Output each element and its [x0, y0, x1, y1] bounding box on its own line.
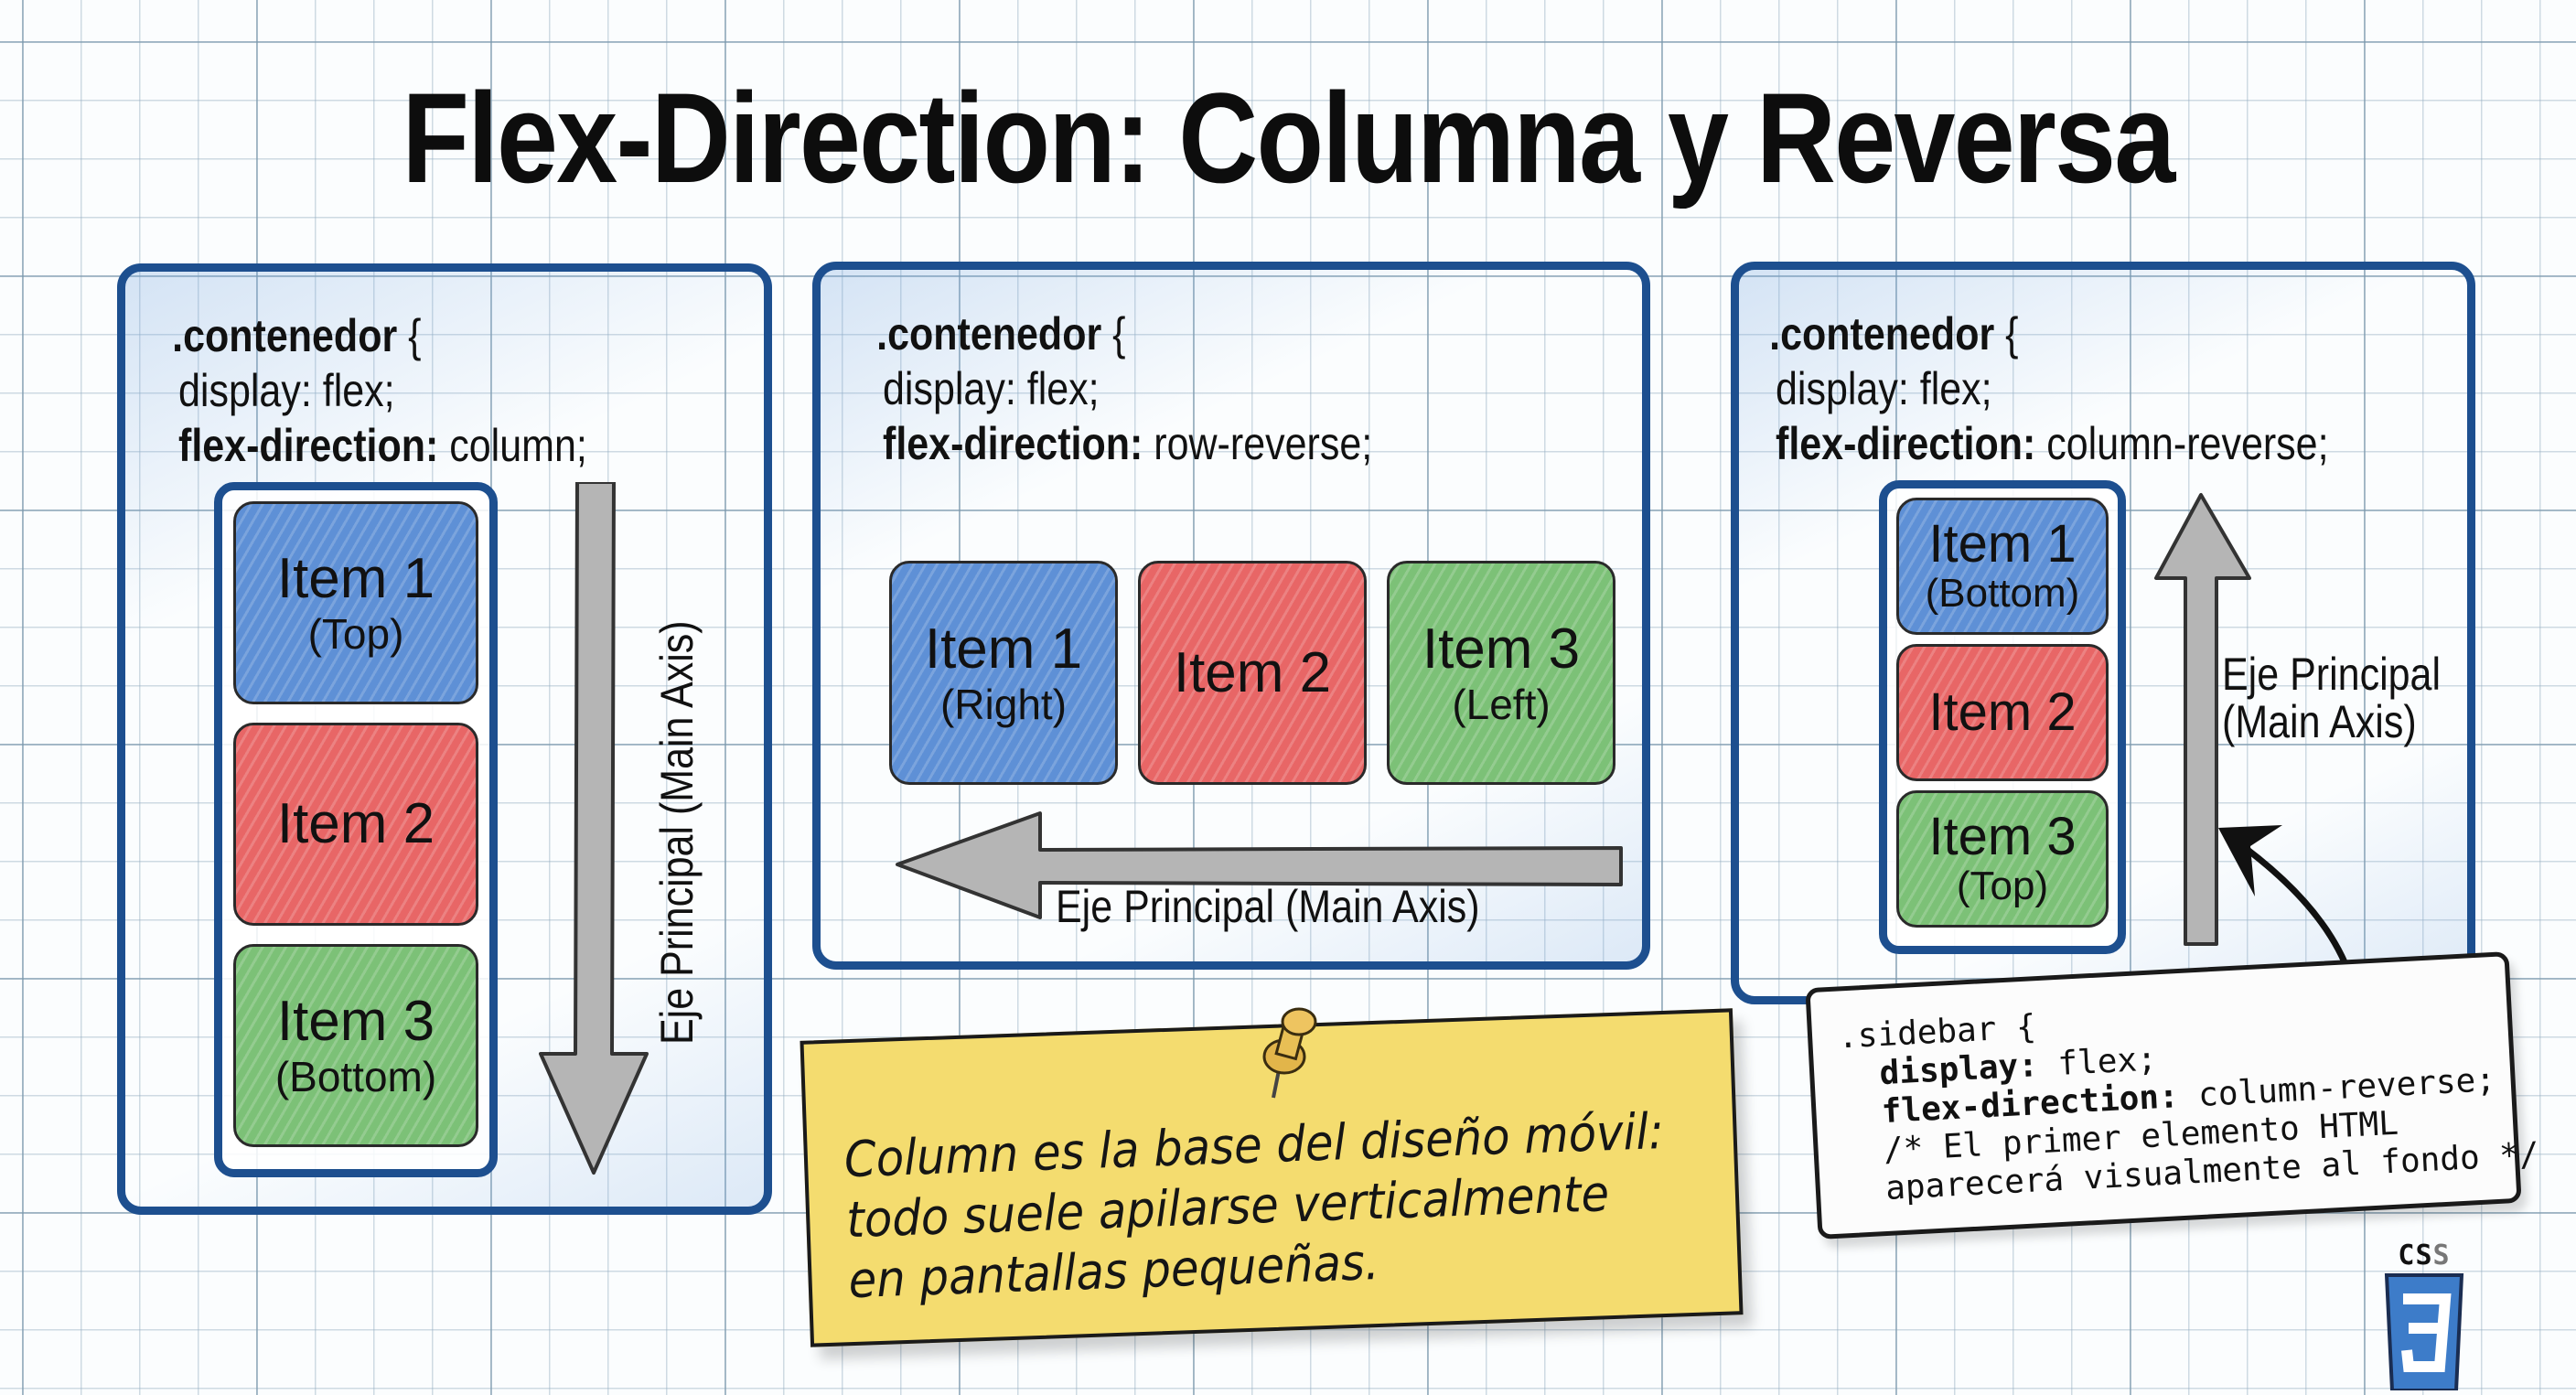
axis-label-line: Eje Principal [2222, 649, 2441, 700]
flex-item-1: Item 1 (Top) [233, 501, 478, 704]
css-selector: .contenedor [1769, 308, 1995, 359]
main-axis-label: Eje Principal (Main Axis) [1056, 881, 1480, 932]
flex-item-2: Item 2 [1138, 561, 1367, 785]
main-axis-label: Eje Principal (Main Axis) [2222, 650, 2441, 746]
item-position: (Bottom) [1925, 571, 2080, 616]
css-value: column; [449, 420, 587, 471]
flex-container-column: Item 1 (Top) Item 2 Item 3 (Bottom) [214, 482, 498, 1177]
item-position: (Top) [307, 610, 404, 658]
code-block-column: .contenedor { display: flex; flex-direct… [172, 308, 587, 473]
item-label: Item 3 [276, 990, 435, 1053]
open-brace: { [1112, 308, 1126, 359]
flex-item-2: Item 2 [1896, 644, 2109, 781]
item-label: Item 1 [924, 617, 1083, 681]
css-selector: .contenedor [876, 308, 1102, 359]
logo-text: S [2432, 1239, 2451, 1272]
flex-row-reverse-items: Item 1 (Right) Item 2 Item 3 (Left) [889, 561, 1615, 785]
main-axis-label: Eje Principal (Main Axis) [651, 620, 703, 1045]
flex-item-3: Item 3 (Left) [1387, 561, 1615, 785]
css-property: flex-direction: [883, 418, 1143, 469]
css-declaration: display: flex; [178, 365, 395, 416]
css-declaration: display: flex; [1776, 363, 1992, 414]
axis-label-line: (Main Axis) [2222, 696, 2417, 747]
open-brace: { [408, 310, 422, 361]
css-declaration: display: flex; [883, 363, 1100, 414]
item-position: (Left) [1452, 680, 1551, 728]
open-brace: { [2005, 308, 2019, 359]
item-position: (Top) [1956, 864, 2049, 908]
css-value: row-reverse; [1154, 418, 1373, 469]
flex-item-3: Item 3 (Top) [1896, 790, 2109, 928]
css3-logo: CSS [2383, 1239, 2465, 1395]
panel-row-reverse: .contenedor { display: flex; flex-direct… [812, 262, 1650, 970]
item-label: Item 1 [1928, 514, 2077, 574]
item-position: (Bottom) [274, 1053, 437, 1100]
code-block-column-reverse: .contenedor { display: flex; flex-direct… [1769, 306, 2329, 471]
css-selector: .contenedor [172, 310, 398, 361]
code-snippet: .sidebar { display: flex; flex-direction… [1837, 982, 2540, 1210]
panel-column: .contenedor { display: flex; flex-direct… [117, 263, 772, 1215]
item-position: (Right) [939, 680, 1068, 728]
item-label: Item 3 [1422, 617, 1581, 681]
arrow-up-icon [2154, 493, 2251, 946]
note-text: Column es la base del diseño móvil: todo… [843, 1101, 1669, 1311]
css-value: column-reverse; [2046, 418, 2329, 469]
flex-item-3: Item 3 (Bottom) [233, 944, 478, 1147]
css-logo-word: CSS [2383, 1239, 2465, 1272]
item-label: Item 2 [1928, 682, 2077, 742]
item-label: Item 1 [276, 547, 435, 610]
flex-item-1: Item 1 (Right) [889, 561, 1118, 785]
page-title: Flex-Direction: Columna y Reversa [402, 66, 2175, 209]
css-property: flex-direction: [1776, 418, 2036, 469]
arrow-down-icon [539, 482, 649, 1175]
flex-item-2: Item 2 [233, 723, 478, 926]
flex-container-column-reverse: Item 1 (Bottom) Item 2 Item 3 (Top) [1879, 480, 2126, 954]
pushpin-icon [1262, 1007, 1317, 1099]
snippet-value: flex; [2036, 1040, 2158, 1085]
code-block-row-reverse: .contenedor { display: flex; flex-direct… [876, 306, 1373, 471]
logo-text: CS [2398, 1239, 2433, 1272]
css-property: flex-direction: [178, 420, 439, 471]
item-label: Item 3 [1928, 807, 2077, 866]
css3-shield-icon [2384, 1273, 2464, 1392]
arrow-left-icon [896, 811, 1623, 919]
code-snippet-card: .sidebar { display: flex; flex-direction… [1805, 951, 2540, 1239]
item-label: Item 2 [276, 792, 435, 855]
item-label: Item 2 [1173, 640, 1332, 704]
flex-item-1: Item 1 (Bottom) [1896, 498, 2109, 635]
